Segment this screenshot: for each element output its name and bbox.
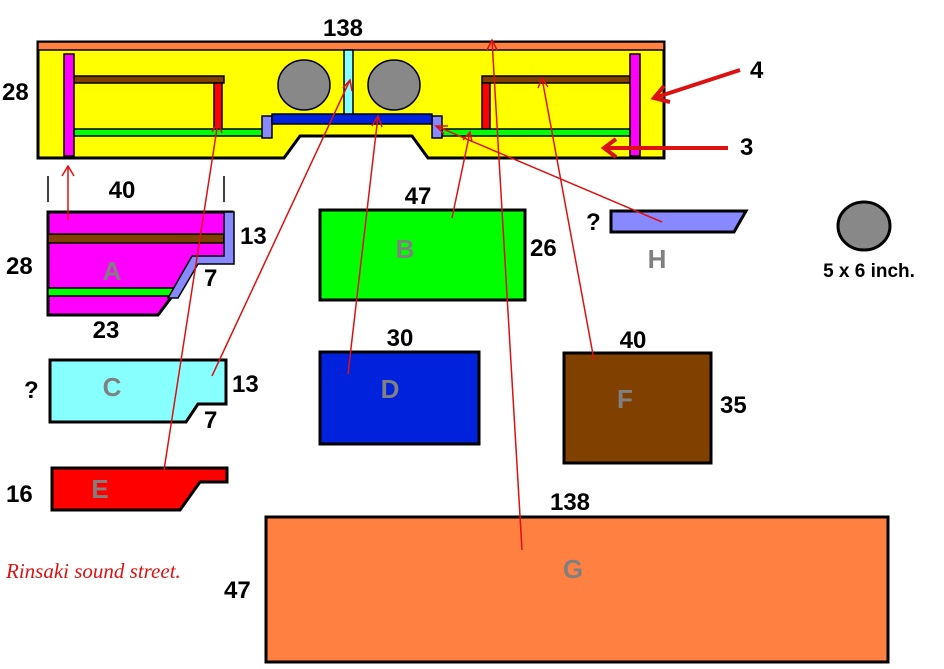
brand-signature: Rinsaki sound street. — [5, 559, 181, 583]
part-h — [609, 209, 749, 234]
arrow-callout-4 — [653, 68, 741, 100]
part-f-height-label: 35 — [720, 392, 747, 419]
assembly-height-label: 28 — [2, 79, 29, 106]
center-blue-panel — [271, 113, 433, 125]
part-a-bottom-label: 23 — [93, 317, 120, 344]
leader-arrows — [61, 38, 741, 551]
arrow-b-to-green-floor — [451, 131, 471, 219]
part-b-label: B — [396, 234, 415, 264]
callout-3-label: 3 — [740, 134, 753, 161]
arrowhead-b — [462, 130, 473, 143]
left-green-floor — [73, 128, 265, 137]
part-a-label: A — [103, 256, 122, 286]
arrowhead-callout-4 — [650, 84, 671, 104]
right-brown-shelf — [481, 75, 631, 84]
speaker-size-label: 5 x 6 inch. — [823, 261, 915, 282]
assembly-width-label: 138 — [323, 15, 363, 42]
part-a-lavender-strip — [166, 211, 235, 299]
part-d — [318, 350, 481, 446]
right-speaker-circle — [367, 59, 421, 111]
cabinet-assembly — [36, 40, 666, 160]
arrow-d-to-blue-panel — [347, 115, 379, 375]
left-side-panel — [63, 53, 75, 157]
part-a-height-label: 28 — [6, 253, 33, 280]
arrowhead-g — [486, 38, 498, 51]
part-b — [318, 208, 527, 302]
part-c-step-label: 7 — [204, 407, 217, 434]
part-f — [562, 351, 713, 465]
part-a-step-label: 7 — [204, 265, 217, 292]
left-speaker-circle — [277, 59, 331, 111]
arrowhead-h — [434, 125, 448, 135]
arrow-h-to-block — [435, 125, 663, 223]
arrow-f-to-brown-shelf — [541, 77, 595, 361]
part-h-label: H — [648, 244, 667, 274]
part-e — [50, 466, 229, 512]
right-side-panel — [629, 53, 641, 157]
part-g-width-label: 138 — [550, 489, 590, 516]
left-brown-shelf — [73, 75, 225, 84]
cabinet-top-panel — [37, 41, 665, 51]
part-g-label: G — [563, 554, 583, 584]
part-a-brown-strip — [47, 233, 225, 244]
left-lavender-block — [261, 115, 273, 139]
part-b-height-label: 26 — [530, 235, 557, 262]
part-c-label: C — [103, 372, 122, 402]
part-c-height-label: ? — [24, 377, 39, 404]
part-e-height-label: 16 — [6, 481, 33, 508]
arrowhead-f — [537, 76, 549, 89]
arrowhead-e — [211, 120, 223, 134]
arrowhead-callout-3 — [600, 137, 618, 159]
part-g — [264, 515, 890, 664]
part-a-width-label: 40 — [109, 177, 136, 204]
arrowhead-c — [342, 78, 353, 92]
callout-4-label: 4 — [750, 57, 764, 84]
part-d-label: D — [381, 374, 400, 404]
part-c-right-height-label: 13 — [232, 371, 259, 398]
arrow-e-to-red-post — [163, 121, 219, 471]
part-d-width-label: 30 — [387, 325, 414, 352]
part-h-unknown-label: ? — [586, 209, 601, 236]
arrow-g-to-top-panel — [491, 39, 523, 551]
part-e-label: E — [91, 474, 108, 504]
part-f-width-label: 40 — [620, 327, 647, 354]
arrow-c-to-divider — [211, 79, 351, 377]
part-f-label: F — [617, 384, 633, 414]
part-b-width-label: 47 — [405, 183, 432, 210]
speaker-circle — [836, 200, 892, 252]
arrowhead-d — [371, 114, 383, 128]
part-c — [48, 358, 228, 424]
right-red-post — [481, 82, 491, 134]
part-a — [46, 210, 235, 317]
arrowhead-a — [61, 164, 75, 177]
part-g-height-label: 47 — [224, 577, 251, 604]
part-a-right-height-label: 13 — [240, 223, 267, 250]
part-a-green-strip — [47, 287, 177, 297]
